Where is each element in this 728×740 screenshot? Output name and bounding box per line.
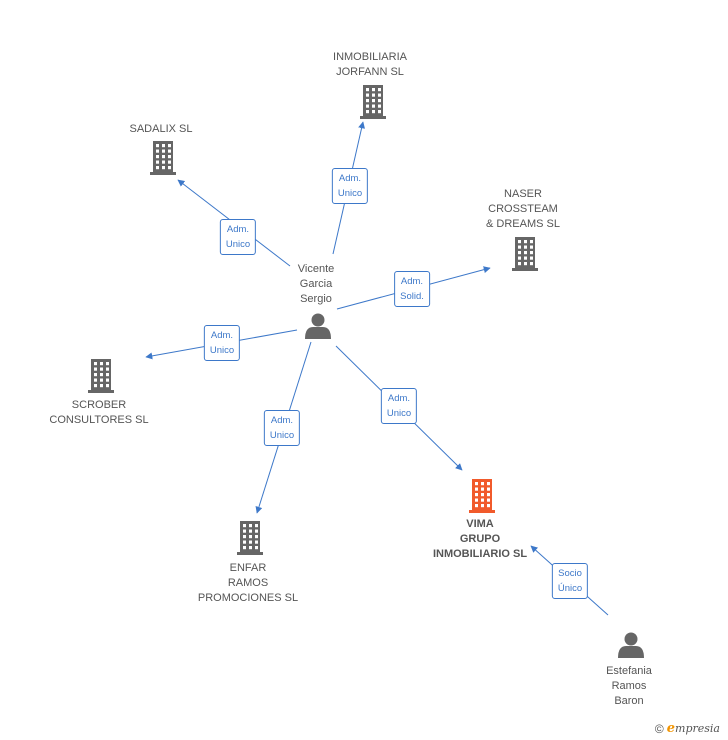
node-label-vima[interactable]: VIMA GRUPO INMOBILIARIO SL <box>433 517 527 562</box>
empresia-logo[interactable]: empresia <box>666 721 720 736</box>
edge-label-vicente-inmobiliaria[interactable]: Adm. Unico <box>331 168 369 204</box>
edge-label-line: Unico <box>209 345 235 356</box>
node-label-scrober[interactable]: SCROBER CONSULTORES SL <box>49 398 148 428</box>
edge-label-line: Adm. <box>270 415 294 426</box>
building-icon-sadalix[interactable] <box>150 141 176 175</box>
node-label-line: GRUPO <box>459 533 501 545</box>
edge-label-line: Único <box>557 583 583 594</box>
node-label-line: Sergio <box>300 293 332 305</box>
node-label-line: Vicente <box>297 263 335 275</box>
node-label-line: PROMOCIONES SL <box>197 592 299 604</box>
building-icon-scrober[interactable] <box>88 359 114 393</box>
edge-label-line: Solid. <box>400 291 424 302</box>
node-label-enfar[interactable]: ENFAR RAMOS PROMOCIONES SL <box>198 561 298 606</box>
node-label-inmobiliaria[interactable]: INMOBILIARIA JORFANN SL <box>333 50 407 80</box>
person-icon-estefania[interactable] <box>618 632 644 659</box>
building-icon-enfar[interactable] <box>237 521 263 555</box>
edge-label-vicente-scrober[interactable]: Adm. Unico <box>203 325 241 361</box>
node-label-line: Baron <box>614 695 644 707</box>
node-label-line: NASER <box>504 188 542 200</box>
node-label-line: INMOBILIARIO SL <box>432 548 528 560</box>
edge-label-line: Adm. <box>338 173 362 184</box>
node-label-naser[interactable]: NASER CROSSTEAM & DREAMS SL <box>486 187 560 232</box>
node-label-line: & DREAMS SL <box>486 218 560 230</box>
node-label-line: CROSSTEAM <box>488 203 558 215</box>
edge-label-line: Unico <box>337 188 363 199</box>
copyright-footer: © empresia <box>655 721 720 736</box>
node-label-line: Ramos <box>611 680 647 692</box>
edge-label-vicente-naser[interactable]: Adm. Solid. <box>394 271 430 307</box>
building-icon-inmobiliaria[interactable] <box>360 85 386 119</box>
edge-label-vicente-enfar[interactable]: Adm. Unico <box>263 410 301 446</box>
node-label-line: Garcia <box>299 278 333 290</box>
edge-label-line: Unico <box>386 408 412 419</box>
node-label-line: SADALIX SL <box>129 123 193 135</box>
node-label-sadalix[interactable]: SADALIX SL <box>130 122 193 137</box>
edge-label-line: Adm. <box>226 224 250 235</box>
node-label-line: Estefania <box>606 665 652 677</box>
node-label-line: ENFAR <box>229 562 267 574</box>
node-label-line: VIMA <box>466 518 494 530</box>
edge-label-line: Adm. <box>387 393 411 404</box>
edge-label-vicente-vima[interactable]: Adm. Unico <box>380 388 418 424</box>
edge-label-vicente-sadalix[interactable]: Adm. Unico <box>219 219 257 255</box>
node-label-line: JORFANN SL <box>336 66 404 78</box>
node-label-line: SCROBER <box>71 399 127 411</box>
edge-label-line: Unico <box>225 239 251 250</box>
edge-label-line: Adm. <box>400 276 424 287</box>
edge-label-line: Adm. <box>210 330 234 341</box>
node-label-line: RAMOS <box>227 577 269 589</box>
node-label-line: INMOBILIARIA <box>333 51 407 63</box>
node-label-line: CONSULTORES SL <box>49 414 149 426</box>
edge-label-line: Socio <box>558 568 582 579</box>
person-icon-vicente[interactable] <box>305 313 331 340</box>
building-icon-naser[interactable] <box>512 237 538 271</box>
edge-label-line: Unico <box>269 430 295 441</box>
copyright-symbol: © <box>654 721 664 736</box>
building-icon-vima[interactable] <box>469 479 495 513</box>
